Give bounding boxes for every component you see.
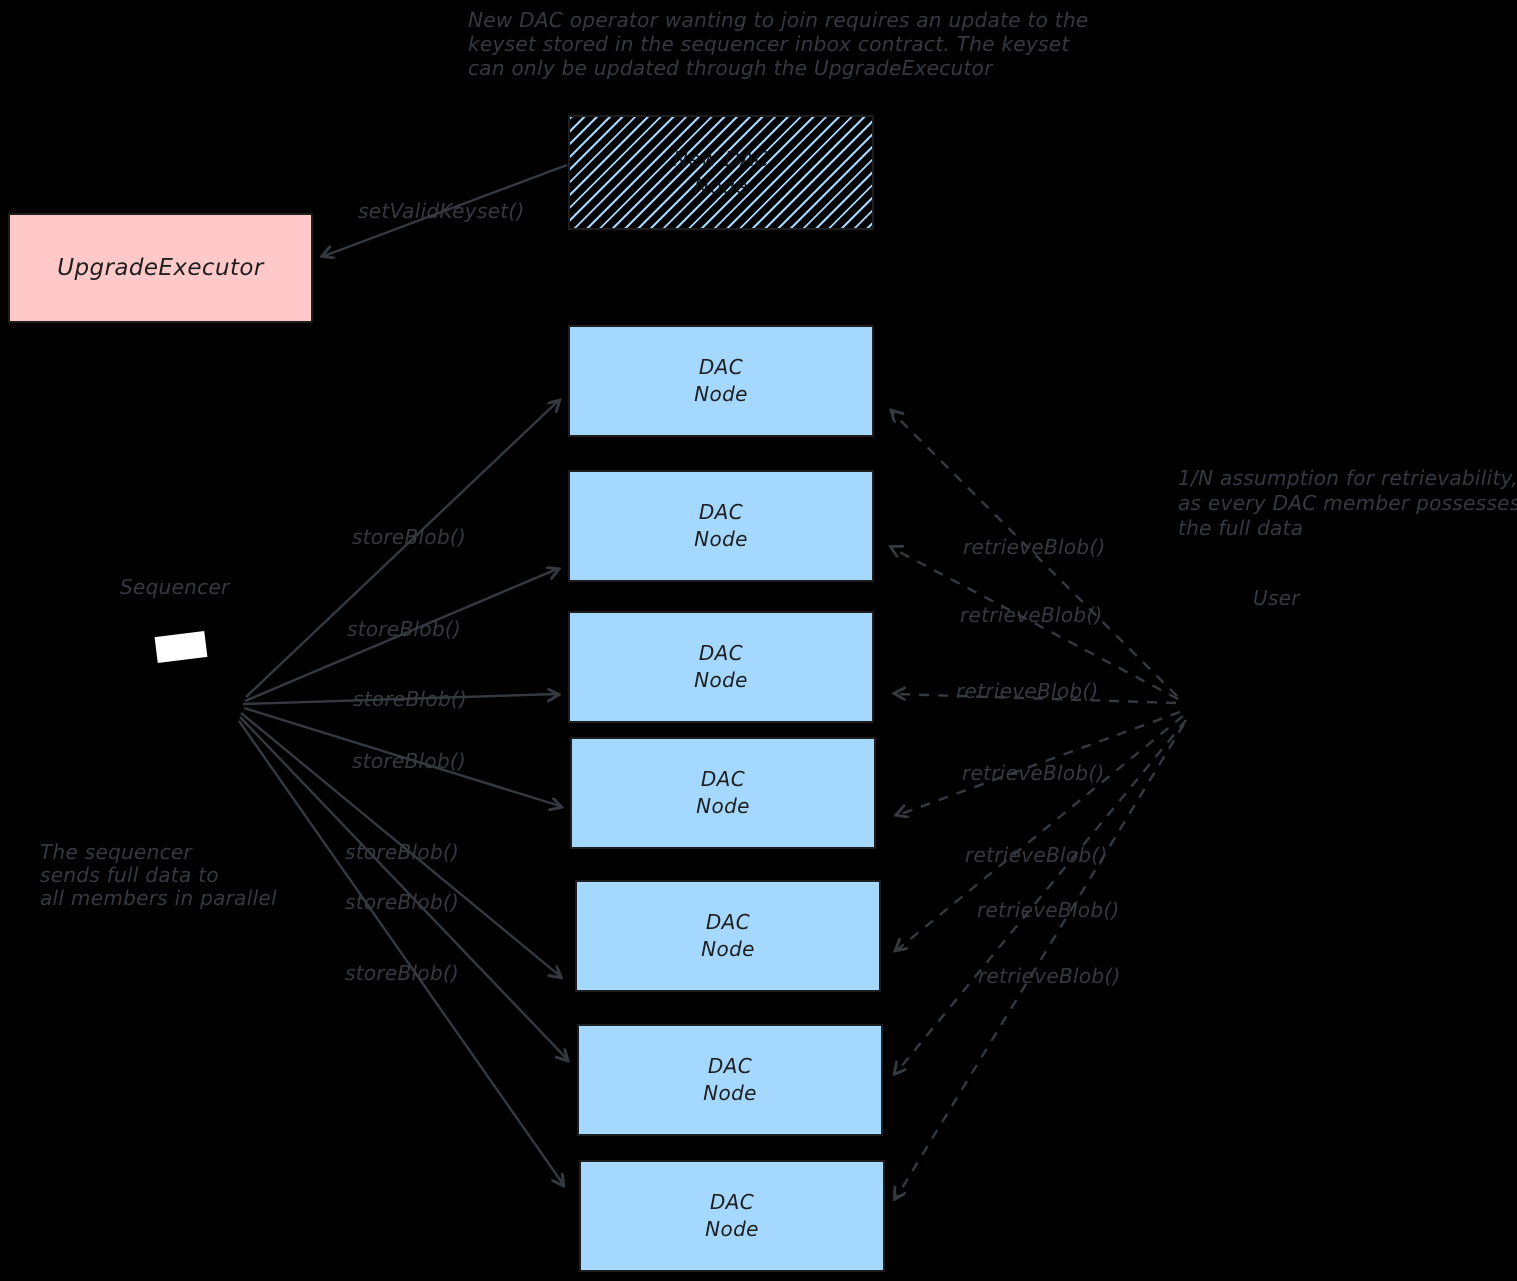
sequencer-note-line: The sequencer	[40, 840, 193, 864]
store-blob-arrow-6	[239, 716, 567, 1059]
retrieve-blob-label-5: retrieveBlob()	[965, 843, 1108, 867]
sequencer-label: Sequencer	[120, 575, 230, 599]
dac-node-box-2: DAC Node	[568, 470, 874, 582]
new-dac-node-label: Node	[694, 173, 748, 198]
store-blob-label-7: storeBlob()	[345, 961, 460, 985]
retrieve-blob-label-3: retrieveBlob()	[956, 679, 1099, 703]
dac-node-label: DAC	[700, 767, 746, 791]
dac-node-box-1: DAC Node	[568, 325, 874, 437]
retrieve-blob-label-1: retrieveBlob()	[963, 535, 1106, 559]
user-label: User	[1253, 586, 1300, 610]
store-blob-arrow-4	[243, 706, 560, 806]
store-blob-label-1: storeBlob()	[352, 525, 467, 549]
user-note-line: 1/N assumption for retrievability,	[1178, 466, 1517, 490]
set-valid-keyset-label: setValidKeyset()	[358, 199, 525, 223]
upgrade-executor-box: UpgradeExecutor	[8, 213, 313, 323]
store-blob-label-5: storeBlob()	[345, 840, 460, 864]
dac-node-box-6: DAC Node	[577, 1024, 883, 1136]
new-dac-node-label: New DAC	[673, 146, 769, 171]
retrieve-blob-arrow-7	[896, 723, 1186, 1198]
dac-node-label: Node	[701, 937, 755, 961]
retrieve-blob-label-4: retrieveBlob()	[962, 761, 1105, 785]
dac-node-label: DAC	[705, 910, 751, 934]
dac-node-label: Node	[694, 527, 748, 551]
dac-node-label: DAC	[698, 641, 744, 665]
store-blob-label-3: storeBlob()	[353, 687, 468, 711]
store-blob-arrow-2	[244, 569, 557, 703]
retrieve-blob-arrow-5	[897, 715, 1184, 950]
store-blob-arrow-7	[238, 720, 563, 1184]
user-note: 1/N assumption for retrievability, as ev…	[1178, 466, 1517, 541]
retrieve-blob-arrow-4	[898, 710, 1181, 815]
dac-node-label: DAC	[698, 500, 744, 524]
new-dac-node-box: New DAC Node	[568, 115, 874, 230]
dac-node-label: Node	[703, 1081, 757, 1105]
store-blob-label-6: storeBlob()	[345, 890, 460, 914]
keyset-note: New DAC operator wanting to join require…	[468, 8, 1089, 80]
dac-node-label: Node	[694, 382, 748, 406]
store-blob-label-4: storeBlob()	[352, 749, 467, 773]
store-blob-arrow-5	[240, 712, 560, 976]
retrieve-blob-arrow-6	[896, 719, 1187, 1073]
dac-node-label: DAC	[707, 1054, 753, 1078]
retrieve-blob-arrow-2	[892, 548, 1179, 701]
user-note-line: as every DAC member possesses	[1178, 491, 1517, 515]
dac-node-box-4: DAC Node	[570, 737, 876, 849]
user-note-line: the full data	[1178, 516, 1304, 540]
keyset-note-line: can only be updated through the UpgradeE…	[468, 56, 993, 80]
store-blob-arrow-1	[245, 401, 558, 698]
sequencer-note-line: sends full data to	[40, 863, 219, 887]
retrieve-blob-label-7: retrieveBlob()	[978, 964, 1121, 988]
dac-node-label: DAC	[698, 355, 744, 379]
dac-node-box-3: DAC Node	[568, 611, 874, 723]
upgrade-executor-label: UpgradeExecutor	[57, 255, 264, 281]
keyset-note-line: keyset stored in the sequencer inbox con…	[468, 32, 1070, 56]
dac-node-label: Node	[705, 1217, 759, 1241]
dac-node-label: Node	[694, 668, 748, 692]
dac-node-box-7: DAC Node	[579, 1160, 885, 1272]
retrieve-blob-label-2: retrieveBlob()	[960, 603, 1103, 627]
store-blob-label-2: storeBlob()	[347, 617, 462, 641]
sequencer-note-line: all members in parallel	[40, 886, 277, 910]
dac-node-label: DAC	[709, 1190, 755, 1214]
set-valid-keyset-arrow	[324, 163, 568, 256]
retrieve-blob-arrow-3	[896, 694, 1177, 705]
store-blob-arrow-3	[242, 694, 557, 706]
keyset-note-line: New DAC operator wanting to join require…	[468, 8, 1089, 32]
dac-node-label: Node	[696, 794, 750, 818]
dac-node-box-5: DAC Node	[575, 880, 881, 992]
retrieve-blob-label-6: retrieveBlob()	[977, 898, 1120, 922]
sequencer-note: The sequencer sends full data to all mem…	[40, 841, 277, 910]
